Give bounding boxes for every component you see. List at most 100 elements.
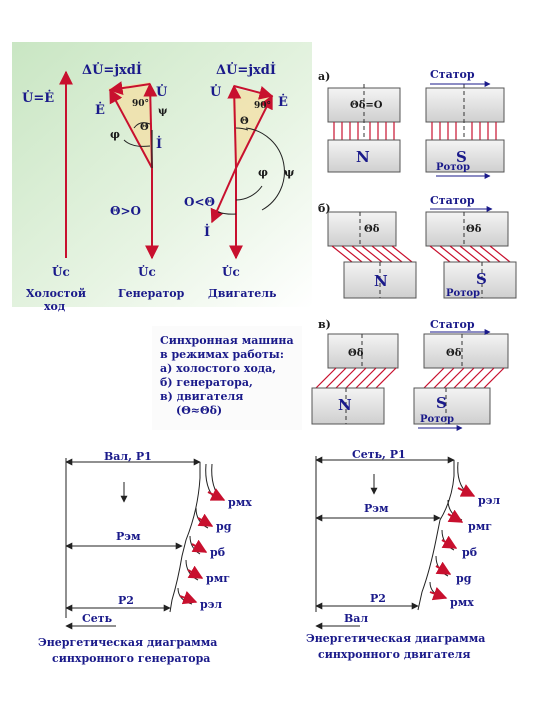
- mot-loss-arrows: [429, 484, 476, 601]
- vector-delta-u-mot: [233, 85, 274, 100]
- pole-s-b: S: [476, 270, 487, 288]
- panel-b-label: б): [318, 202, 331, 215]
- theta-d-zero: Θδ=O: [350, 100, 383, 111]
- panel-a-label: а): [318, 70, 330, 83]
- label-generator: Генератор: [118, 287, 185, 300]
- label-delta-u-mot: ΔU̇=jxdİ: [216, 62, 276, 78]
- phasor-generator: ΔU̇=jxdİ Ė U̇ ψ 90° Θ φ İ Θ>O U̇c Генера…: [82, 62, 185, 300]
- vector-delta-u-gen: [108, 81, 151, 96]
- phasor-idle: U̇=Ė U̇c Холостой ход: [22, 70, 86, 313]
- rotor-label-c: Ротор: [420, 414, 454, 425]
- pole-s-a: S: [456, 148, 467, 166]
- gen-input-label: Вал, P1: [104, 450, 152, 463]
- panel-c-label: в): [318, 318, 331, 331]
- legend-line-4: б) генератора,: [160, 376, 253, 389]
- label-uc-gen: U̇c: [138, 264, 156, 279]
- rotor-block-a1: [327, 139, 401, 173]
- theta-d-c1: Θδ: [348, 348, 364, 359]
- label-i-gen: İ: [156, 136, 162, 152]
- rotor-block-a2: [425, 139, 505, 173]
- magnet-panel-b: б) Θδ Θδ N S Статор Ротор: [318, 194, 517, 299]
- label-90-gen: 90°: [132, 99, 149, 109]
- gen-loss-3: pмг: [206, 572, 230, 585]
- arc-phi-mot: [235, 185, 263, 201]
- gen-p2-label: P2: [118, 594, 134, 607]
- label-idle: Холостой: [26, 287, 86, 300]
- phasor-diagrams: U̇=Ė U̇c Холостой ход ΔU̇=jxdİ Ė U̇ ψ 90…: [12, 42, 312, 313]
- gen-loss-4: pэл: [200, 598, 222, 611]
- magnet-panel-c: в) Θδ Θδ N S Статор Ротор: [311, 318, 509, 431]
- arc-theta-mot: [235, 127, 249, 131]
- legend-line-5: в) двигателя: [160, 390, 243, 403]
- label-theta-lt-0: O<Θ: [184, 195, 215, 209]
- stator-label-c: Статор: [430, 318, 475, 331]
- label-u-mot: U̇: [210, 84, 222, 100]
- label-90-mot: 90°: [254, 101, 271, 111]
- pole-n-a: N: [356, 148, 370, 166]
- theta-d-b1: Θδ: [364, 224, 380, 235]
- legend-box: [152, 326, 302, 430]
- arc-phi-gen: [123, 139, 151, 147]
- label-phi-gen: φ: [110, 128, 120, 141]
- mot-loss-3: pg: [456, 572, 472, 585]
- vector-u-mot: [227, 84, 242, 169]
- mot-p2-label: P2: [370, 592, 386, 605]
- label-i-mot: İ: [204, 224, 210, 240]
- stator-block-c1: [327, 333, 399, 369]
- energy-diagram-motor: Сеть, P1 Pэм P2 Вал pэл pмг pб pg pмх Эн…: [306, 448, 500, 661]
- mot-loss-0: pэл: [478, 494, 500, 507]
- rotor-block-b2: [443, 261, 517, 299]
- gen-loss-0: pмх: [228, 496, 252, 509]
- label-e-mot: Ė: [278, 94, 288, 110]
- label-uc-idle: U̇c: [52, 264, 70, 279]
- rotor-label-a: Ротор: [436, 162, 470, 173]
- label-uc-mot: U̇c: [222, 264, 240, 279]
- energy-diagram-generator: Вал, P1 Pэм P2 Сеть pмх pg pб pмг pэл Эн…: [38, 450, 252, 665]
- stator-block-b2: [425, 211, 509, 247]
- arc-theta-gen: [133, 122, 151, 129]
- phasor-motor: ΔU̇=jxdİ U̇ Ė 90° Θ φ ψ O<Θ İ U̇c Двигат…: [184, 62, 294, 300]
- gen-flow-boundary: [169, 462, 201, 613]
- vector-i-mot: [210, 167, 237, 224]
- stator-block-b1: [327, 211, 397, 247]
- label-e-gen: Ė: [95, 102, 105, 118]
- theta-d-c2: Θδ: [446, 348, 462, 359]
- gen-output-label: Сеть: [82, 612, 113, 625]
- label-motor: Двигатель: [208, 287, 277, 300]
- pole-n-b: N: [374, 272, 388, 290]
- legend-line-2: в режимах работы:: [160, 348, 284, 361]
- pole-s-c: S: [436, 394, 447, 412]
- stator-block-c2: [423, 333, 509, 369]
- label-theta-gt-0: Θ>O: [110, 204, 141, 218]
- mot-caption-1: Энергетическая диаграмма: [306, 632, 485, 645]
- vector-e-gen: [109, 88, 153, 169]
- field-lines-c: [315, 367, 505, 389]
- rotor-block-c2: [413, 387, 491, 425]
- label-delta-u-gen: ΔU̇=jxdİ: [82, 62, 142, 78]
- label-u-eq-e: U̇=Ė: [22, 90, 54, 106]
- stator-label-a: Статор: [430, 68, 475, 81]
- gen-caption-1: Энергетическая диаграмма: [38, 636, 217, 649]
- legend-line-3: а) холостого хода,: [160, 362, 276, 375]
- gen-loss-arrows: [179, 488, 226, 605]
- field-lines-b: [331, 245, 511, 263]
- gen-loss-1: pg: [216, 520, 232, 533]
- theta-d-b2: Θδ: [466, 224, 482, 235]
- pole-n-c: N: [338, 396, 352, 414]
- arc-psi-mot: [245, 127, 285, 211]
- label-u-gen: U̇: [156, 84, 168, 100]
- rotor-label-b: Ротор: [446, 288, 480, 299]
- legend-line-6: (Θ≈Θδ): [176, 404, 222, 417]
- mot-pem-label: Pэм: [364, 502, 389, 515]
- mot-loss-2: pб: [462, 546, 477, 559]
- mot-flow-boundary: [417, 460, 455, 611]
- label-idle-2: ход: [44, 300, 65, 313]
- stator-label-b: Статор: [430, 194, 475, 207]
- vector-e-mot: [235, 94, 273, 169]
- mot-loss-4: pмх: [450, 596, 474, 609]
- label-theta-mot: Θ: [240, 116, 249, 127]
- mot-output-label: Вал: [344, 612, 368, 625]
- mot-input-label: Сеть, P1: [352, 448, 406, 461]
- arc-theta-neg: [217, 211, 237, 215]
